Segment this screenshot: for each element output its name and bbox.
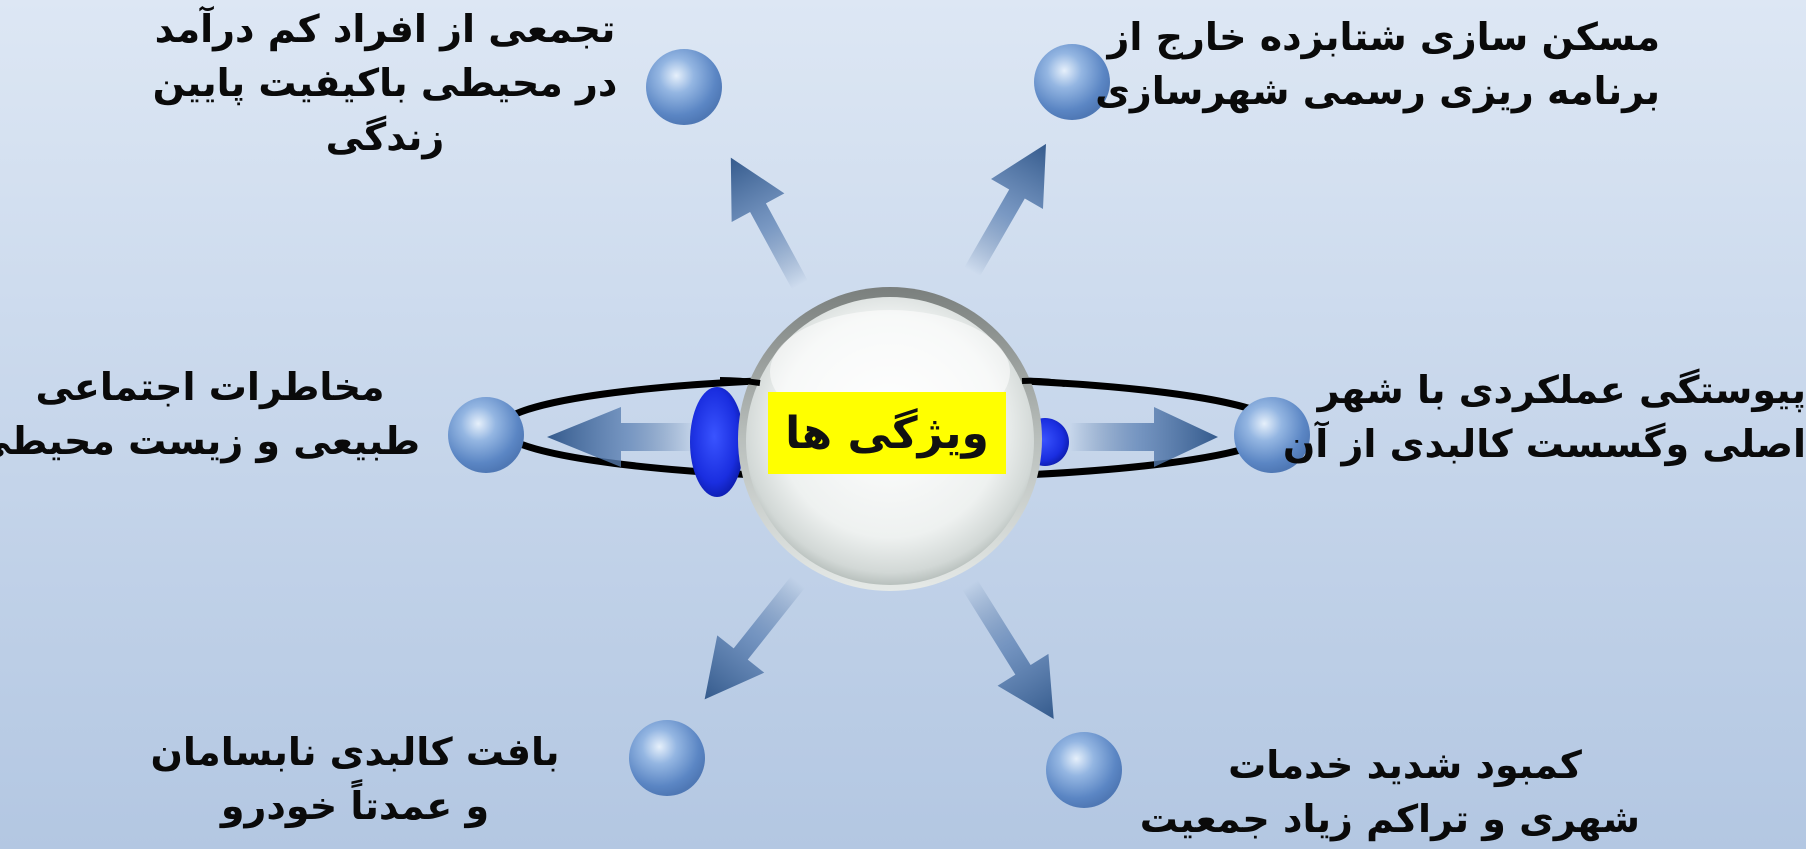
- arrows-group: [547, 143, 1218, 719]
- node-ball-middle-left: [448, 397, 524, 473]
- arrow-top-right: [964, 143, 1046, 277]
- label-line: اصلی وگسست کالبدی از آن: [1282, 422, 1806, 466]
- label-line: در محیطی باکیفیت پایین: [152, 61, 618, 105]
- label-line: زندگی: [325, 115, 445, 159]
- node-ball-top-left: [646, 49, 722, 125]
- label-bottom-left: بافت کالبدی نابسامان و عمدتاً خودرو: [140, 725, 570, 833]
- arrow-top-left: [730, 157, 808, 290]
- label-line: تجمعی از افراد کم درآمد: [154, 7, 616, 51]
- arrow-bottom-left: [704, 576, 806, 700]
- label-bottom-right: کمبود شدید خدمات شهری و تراکم زیاد جمعیت: [1139, 738, 1640, 846]
- label-line: شهری و تراکم زیاد جمعیت: [1139, 797, 1640, 841]
- orbit-ring-front-left: [719, 377, 761, 386]
- label-line: برنامه ریزی رسمی شهرسازی: [1095, 69, 1660, 113]
- orbit-ring-front-right: [1021, 377, 1066, 387]
- arrow-middle-left: [547, 407, 695, 467]
- node-ball-bottom-right: [1046, 732, 1122, 808]
- label-middle-left: مخاطرات اجتماعی طبیعی و زیست محیطی: [0, 360, 420, 468]
- arrow-bottom-right: [962, 580, 1054, 719]
- arrow-middle-right: [1070, 407, 1218, 467]
- label-line: کمبود شدید خدمات: [1228, 743, 1582, 787]
- label-line: مخاطرات اجتماعی: [35, 365, 385, 409]
- label-top-right: مسکن سازی شتابزده خارج از برنامه ریزی رس…: [1095, 10, 1660, 118]
- left-lobe: [690, 387, 744, 497]
- nodes-group: [448, 44, 1310, 808]
- label-line: و عمدتاً خودرو: [220, 784, 490, 828]
- center-title: ویژگی ها: [768, 392, 1006, 474]
- node-ball-bottom-left: [629, 720, 705, 796]
- label-top-left: تجمعی از افراد کم درآمد در محیطی باکیفیت…: [150, 2, 620, 164]
- label-line: طبیعی و زیست محیطی: [0, 419, 420, 463]
- label-line: مسکن سازی شتابزده خارج از: [1107, 15, 1660, 59]
- label-line: پیوستگی عملکردی با شهر: [1317, 368, 1806, 412]
- label-middle-right: پیوستگی عملکردی با شهر اصلی وگسست کالبدی…: [1282, 363, 1806, 471]
- node-ball-middle-right: [1234, 397, 1310, 473]
- node-ball-top-right: [1034, 44, 1110, 120]
- label-line: بافت کالبدی نابسامان: [150, 730, 560, 774]
